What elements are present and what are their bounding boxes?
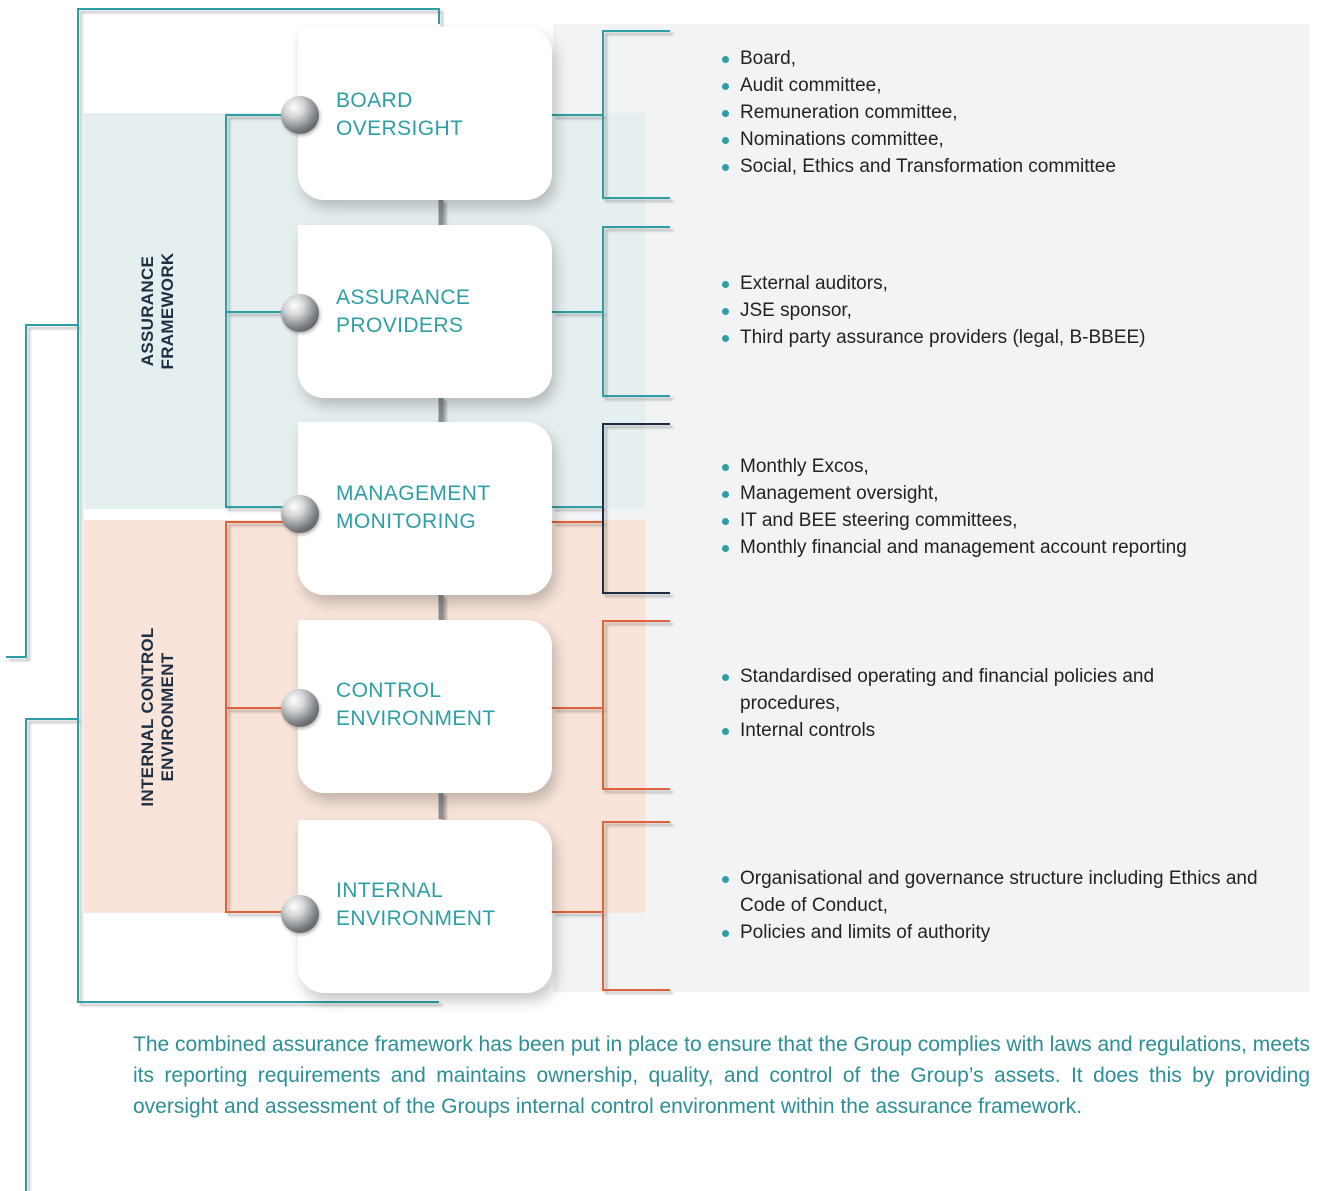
list-item: Audit committee,: [722, 72, 1116, 99]
card-title: BOARD OVERSIGHT: [336, 87, 463, 143]
list-item: Board,: [722, 45, 1116, 72]
card-title-line2: ENVIRONMENT: [336, 707, 496, 730]
outer-frame-line: [77, 8, 440, 1003]
sphere-icon: [281, 895, 319, 933]
card-title: ASSURANCE PROVIDERS: [336, 284, 470, 340]
left-bracket-lower: [25, 718, 78, 1191]
list-item: External auditors,: [722, 270, 1146, 297]
board-oversight-details: Board, Audit committee, Remuneration com…: [722, 45, 1116, 180]
sphere-icon: [281, 689, 319, 727]
card-title-line1: BOARD: [336, 89, 413, 112]
management-monitoring-details: Monthly Excos, Management oversight, IT …: [722, 453, 1187, 561]
summary-paragraph: The combined assurance framework has bee…: [133, 1033, 1310, 1118]
internal-environment-details: Organisational and governance structure …: [722, 865, 1262, 946]
list-item: JSE sponsor,: [722, 297, 1146, 324]
card-title-line1: INTERNAL: [336, 879, 444, 902]
list-item: Organisational and governance structure …: [722, 865, 1262, 919]
card-title: MANAGEMENT MONITORING: [336, 480, 491, 536]
list-item: Policies and limits of authority: [722, 919, 1262, 946]
card-management-monitoring: MANAGEMENT MONITORING: [298, 422, 552, 595]
assurance-framework-label: ASSURANCE FRAMEWORK: [138, 253, 178, 370]
left-bracket-upper: [6, 324, 78, 658]
internal-label-line2: ENVIRONMENT: [158, 652, 177, 782]
list-item: Third party assurance providers (legal, …: [722, 324, 1146, 351]
card-board-oversight: BOARD OVERSIGHT: [298, 27, 552, 200]
card-title-line1: MANAGEMENT: [336, 482, 491, 505]
control-environment-details: Standardised operating and financial pol…: [722, 663, 1202, 744]
sphere-icon: [281, 294, 319, 332]
card-title-line2: OVERSIGHT: [336, 117, 464, 140]
list-item: Monthly Excos,: [722, 453, 1187, 480]
card-internal-environment: INTERNAL ENVIRONMENT: [298, 820, 552, 993]
card-title: CONTROL ENVIRONMENT: [336, 677, 496, 733]
card-title: INTERNAL ENVIRONMENT: [336, 877, 496, 933]
assurance-providers-details: External auditors, JSE sponsor, Third pa…: [722, 270, 1146, 351]
bracket-5: [602, 821, 670, 991]
internal-label-line1: INTERNAL CONTROL: [138, 627, 157, 807]
list-item: Nominations committee,: [722, 126, 1116, 153]
list-item: Social, Ethics and Transformation commit…: [722, 153, 1116, 180]
details-panel-background: [553, 24, 1310, 992]
sphere-icon: [281, 96, 319, 134]
card-title-line2: MONITORING: [336, 510, 477, 533]
list-item: Monthly financial and management account…: [722, 534, 1187, 561]
card-assurance-providers: ASSURANCE PROVIDERS: [298, 225, 552, 398]
card-title-line1: CONTROL: [336, 679, 442, 702]
assurance-label-line2: FRAMEWORK: [158, 252, 177, 370]
bracket-1: [602, 30, 670, 199]
assurance-label-line1: ASSURANCE: [138, 255, 157, 367]
bracket-3: [602, 423, 670, 594]
list-item: Standardised operating and financial pol…: [722, 663, 1202, 717]
list-item: Internal controls: [722, 717, 1202, 744]
list-item: Remuneration committee,: [722, 99, 1116, 126]
card-title-line1: ASSURANCE: [336, 286, 471, 309]
sphere-icon: [281, 495, 319, 533]
card-title-line2: PROVIDERS: [336, 314, 464, 337]
bracket-4: [602, 620, 670, 790]
card-control-environment: CONTROL ENVIRONMENT: [298, 620, 552, 793]
list-item: IT and BEE steering committees,: [722, 507, 1187, 534]
list-item: Management oversight,: [722, 480, 1187, 507]
card-title-line2: ENVIRONMENT: [336, 907, 496, 930]
internal-control-label: INTERNAL CONTROL ENVIRONMENT: [138, 627, 178, 806]
bracket-2: [602, 226, 670, 397]
internal-tree-line: [225, 521, 300, 913]
